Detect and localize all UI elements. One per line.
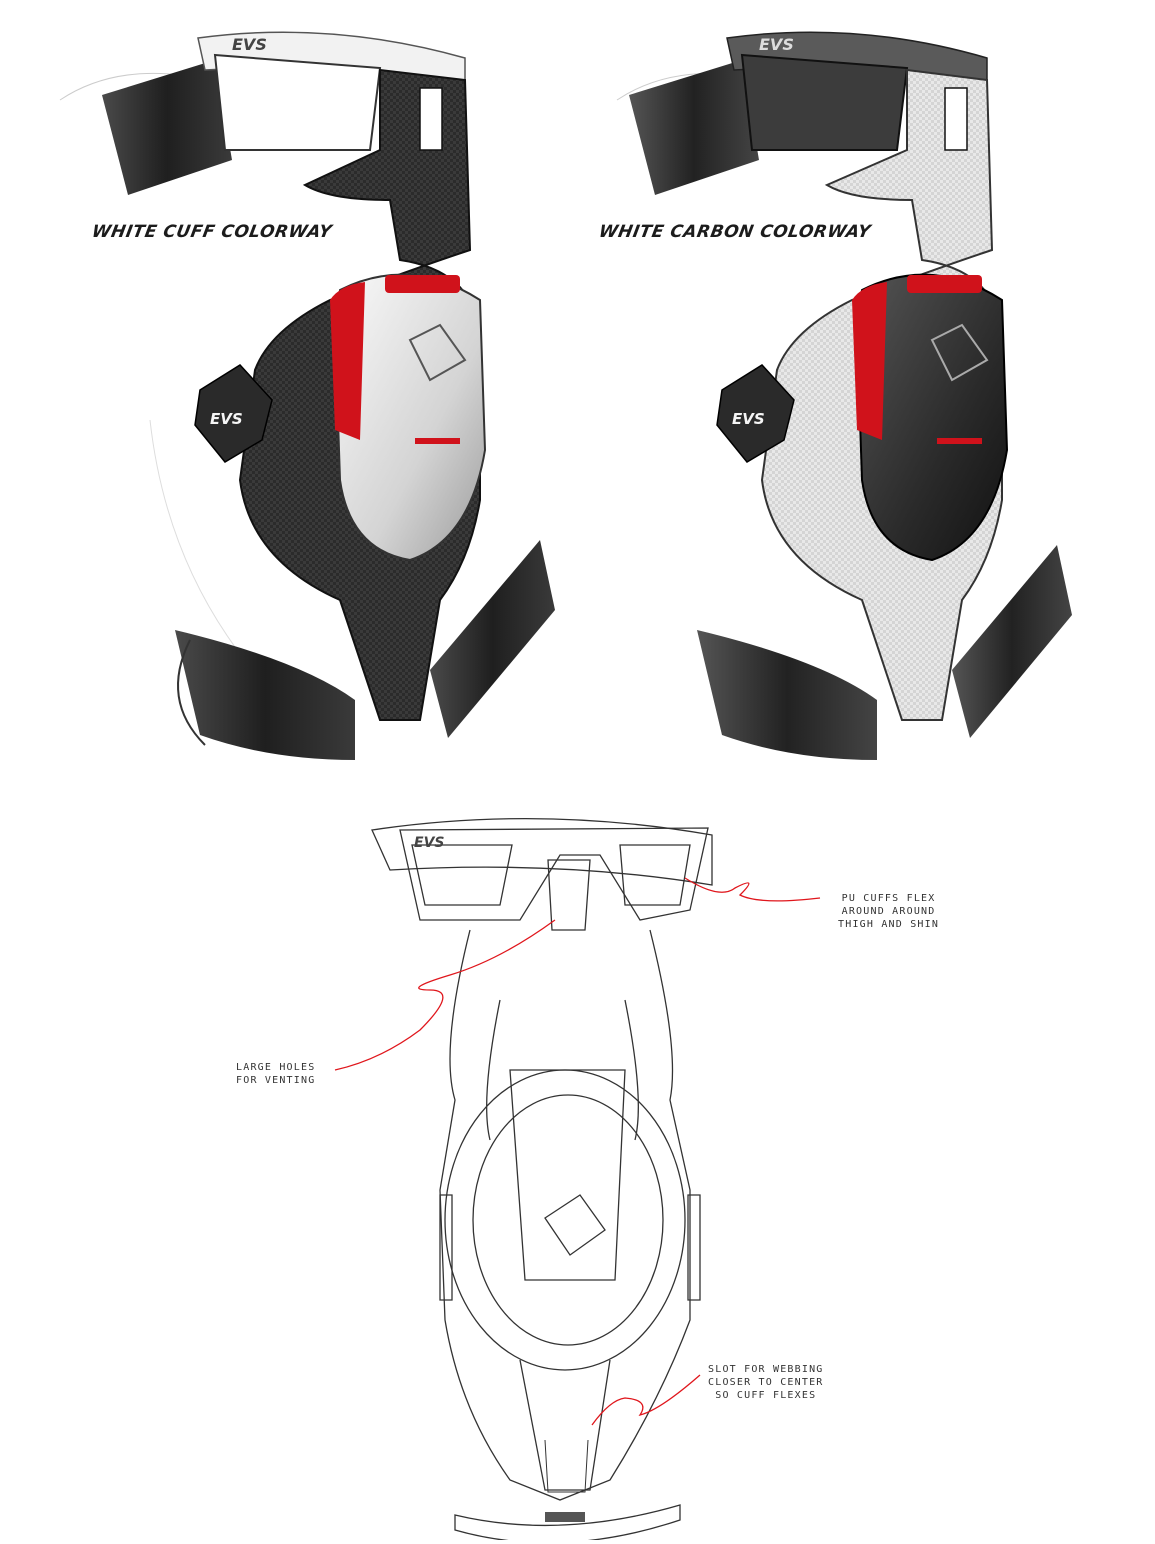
brand-logo-sketch: EVS bbox=[414, 835, 444, 851]
knee-brace-render: EVS EVS bbox=[616, 31, 1072, 760]
accent-trim bbox=[852, 282, 887, 440]
callout-large-holes: LARGE HOLES FOR VENTING bbox=[236, 1062, 316, 1086]
colorway-panel-white-carbon: EVS EVS WHITE CARBON COLORWAY bbox=[577, 0, 1155, 800]
vent-hole-outline bbox=[547, 859, 591, 931]
colorway-title: WHITE CARBON COLORWAY bbox=[597, 222, 873, 242]
upper-cuff-outline bbox=[371, 818, 713, 886]
callout-webbing-slot: SLOT FOR WEBBING CLOSER TO CENTER SO CUF… bbox=[708, 1364, 824, 1401]
callout-pu-cuffs: PU CUFFS FLEX AROUND AROUND THIGH AND SH… bbox=[838, 893, 940, 930]
upper-strap bbox=[629, 60, 759, 195]
lower-strap bbox=[175, 630, 355, 760]
lower-cuff-outline bbox=[454, 1504, 681, 1544]
brand-logo-pivot: EVS bbox=[732, 410, 765, 428]
brand-logo-pivot: EVS bbox=[210, 410, 243, 428]
accent-trim bbox=[330, 282, 365, 440]
colorway-panel-white-cuff: EVS EVS WHITE CUFF COLORWAY bbox=[0, 0, 577, 800]
pivot-badge bbox=[194, 364, 273, 463]
line-sketch-panel: EVS PU CUFFS FLEX AROUND AROUND THIGH AN… bbox=[0, 800, 1155, 1544]
colorway-title: WHITE CUFF COLORWAY bbox=[90, 222, 334, 242]
lower-strap bbox=[697, 630, 877, 760]
vent-hole bbox=[944, 87, 968, 151]
leader-line-cuffs bbox=[684, 877, 821, 902]
vent-hole bbox=[419, 87, 443, 151]
hinge-cup-outline bbox=[444, 1069, 686, 1371]
upper-strap bbox=[102, 60, 232, 195]
pivot-badge bbox=[716, 364, 795, 463]
knee-brace-line-sketch: EVS bbox=[334, 818, 821, 1544]
brand-logo-cuff: EVS bbox=[759, 35, 794, 54]
knee-brace-render: EVS EVS bbox=[59, 31, 555, 760]
leader-line-vent bbox=[334, 919, 556, 1071]
brand-logo-cuff: EVS bbox=[232, 35, 267, 54]
leader-line-slot bbox=[591, 1374, 701, 1426]
